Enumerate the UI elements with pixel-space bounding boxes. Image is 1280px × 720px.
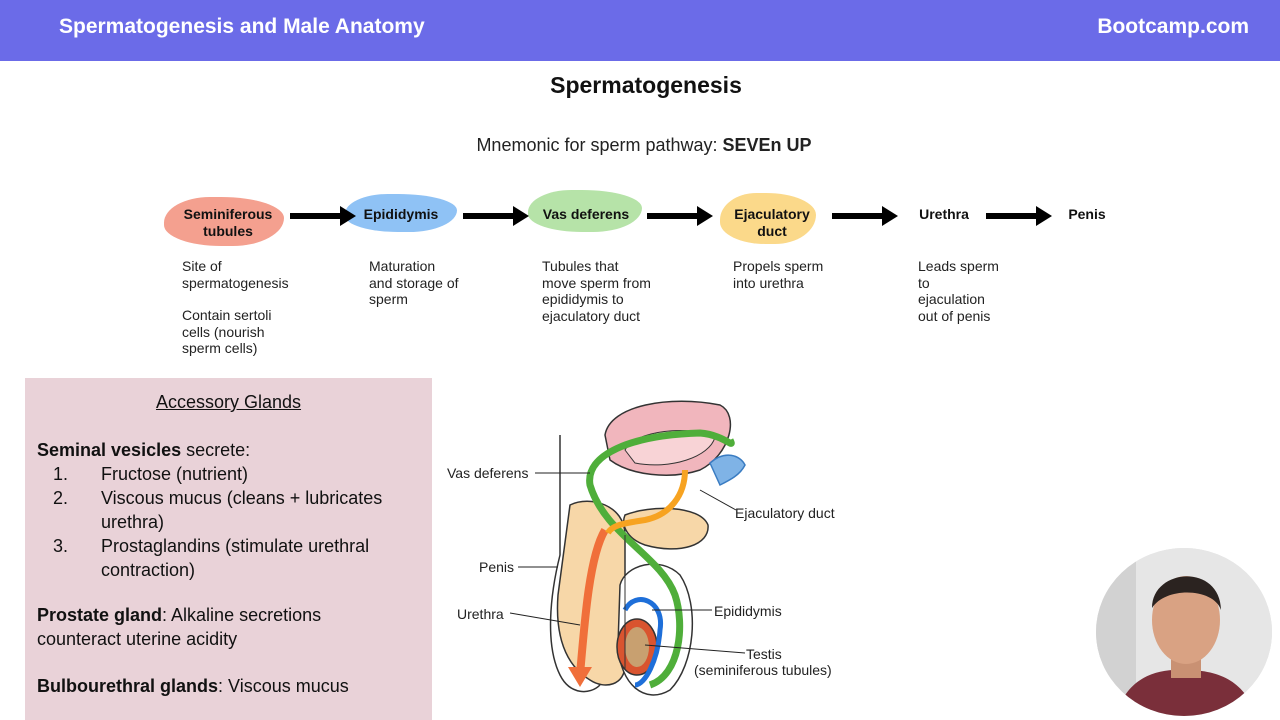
step-penis: Penis (1058, 206, 1116, 223)
presenter-webcam (1096, 548, 1272, 716)
step-epididymis: Epididymis (345, 206, 457, 223)
label-testis-line2: (seminiferous tubules) (694, 662, 832, 678)
mnemonic-prefix: Mnemonic for sperm pathway: (476, 135, 723, 155)
arrow-right-3 (647, 206, 713, 226)
mnemonic-line: Mnemonic for sperm pathway: SEVEn UP (0, 135, 1280, 156)
list-item: 1. Fructose (nutrient) (37, 462, 427, 486)
leader-ejaculatory (699, 489, 737, 511)
seminal-vesicles-rest: secrete: (181, 440, 251, 460)
label-ejaculatory-duct: Ejaculatory duct (735, 505, 835, 521)
list-item: 3. Prostaglandins (stimulate urethral con… (37, 534, 427, 582)
desc-ejaculatory-1: Propels sperm into urethra (733, 258, 824, 291)
seminal-vesicle-shape (709, 454, 746, 487)
step-seminiferous-line1: Seminiferous (183, 206, 273, 222)
step-ejaculatory-line2: duct (757, 223, 787, 239)
mnemonic-bold: SEVEn UP (722, 135, 812, 155)
slide-title: Spermatogenesis (550, 72, 742, 98)
desc-vas-deferens: Tubules that move sperm from epididymis … (542, 258, 652, 340)
step-vas-deferens: Vas deferens (528, 206, 644, 223)
seminiferous-blob (164, 197, 284, 246)
anatomy-svg: Vas deferens Ejaculatory duct Penis Epid… (447, 400, 835, 696)
desc-seminiferous: Site of spermatogenesis Contain sertoli … (182, 258, 302, 373)
step-seminiferous-line2: tubules (203, 223, 253, 239)
desc-seminiferous-1: Site of spermatogenesis (182, 258, 289, 291)
step-penis-line1: Penis (1068, 206, 1106, 222)
label-testis-line1: Testis (746, 646, 782, 662)
epididymis-blob (345, 194, 457, 232)
vas-deferens-blob (528, 190, 642, 232)
bulbourethral-rest: : Viscous mucus (218, 676, 349, 696)
label-epididymis: Epididymis (714, 603, 782, 619)
urethra-path (576, 527, 609, 676)
list-item: 2. Viscous mucus (cleans + lubricates ure… (37, 486, 427, 534)
testis-inner (625, 627, 649, 667)
seminal-vesicles-bold: Seminal vesicles (37, 440, 182, 460)
prostate-gland-rest: : Alkaline secretions counteract uterine… (37, 605, 322, 649)
list-item-text: Viscous mucus (cleans + lubricates ureth… (101, 488, 383, 532)
list-item-text: Fructose (nutrient) (101, 464, 249, 484)
desc-epididymis: Maturation and storage of sperm (369, 258, 461, 324)
prostate-gland-line: Prostate gland: Alkaline secretions coun… (37, 603, 397, 651)
step-epididymis-line1: Epididymis (363, 206, 439, 222)
step-urethra: Urethra (908, 206, 980, 223)
header-title: Spermatogenesis and Male Anatomy (59, 15, 425, 38)
step-urethra-line1: Urethra (919, 206, 969, 222)
body-outline (549, 435, 601, 693)
vas-deferens-path (586, 429, 735, 689)
epididymis-path (622, 597, 664, 688)
desc-vas-deferens-1: Tubules that move sperm from epididymis … (542, 258, 651, 324)
leader-urethra (509, 612, 581, 626)
desc-epididymis-1: Maturation and storage of sperm (369, 258, 459, 307)
prostate-gland-bold: Prostate gland (37, 605, 163, 625)
step-seminiferous-tubules: Seminiferous tubules (170, 206, 286, 240)
label-penis: Penis (479, 559, 514, 575)
bulbourethral-bold: Bulbourethral glands (37, 676, 219, 696)
desc-seminiferous-2: Contain sertoli cells (nourish sperm cel… (182, 307, 272, 356)
accessory-glands-title: Accessory Glands (155, 392, 302, 412)
list-item-text: Prostaglandins (stimulate urethral contr… (101, 536, 370, 580)
desc-ejaculatory: Propels sperm into urethra (733, 258, 843, 307)
arrow-right-4 (832, 206, 898, 226)
step-ejaculatory-line1: Ejaculatory (734, 206, 810, 222)
bulbourethral-line: Bulbourethral glands: Viscous mucus (37, 674, 349, 698)
list-item-number: 1. (53, 464, 69, 484)
leader-testis (644, 644, 746, 654)
step-ejaculatory-duct: Ejaculatory duct (720, 206, 824, 240)
header-site: Bootcamp.com (1097, 15, 1249, 38)
label-vas-deferens: Vas deferens (447, 465, 528, 481)
desc-urethra: Leads sperm to ejaculation out of penis (918, 258, 1000, 340)
list-item-number: 2. (53, 488, 69, 508)
label-urethra: Urethra (457, 606, 504, 622)
arrow-right-5 (986, 206, 1052, 226)
arrow-right-2 (463, 206, 529, 226)
presenter-avatar-icon (1096, 548, 1272, 716)
arrow-right-1 (290, 206, 356, 226)
accessory-glands-panel: Accessory Glands Seminal vesicles secret… (25, 378, 432, 720)
male-anatomy-diagram: Vas deferens Ejaculatory duct Penis Epid… (440, 395, 860, 715)
seminal-vesicles-line: Seminal vesicles secrete: (37, 438, 250, 462)
ejaculatory-duct-blob (720, 193, 816, 244)
step-vas-deferens-line1: Vas deferens (542, 206, 630, 222)
ejaculatory-duct-path (605, 469, 688, 535)
list-item-number: 3. (53, 536, 69, 556)
desc-urethra-1: Leads sperm to ejaculation out of penis (918, 258, 999, 324)
header-bar: Spermatogenesis and Male Anatomy Bootcam… (0, 0, 1280, 61)
urethra-tip (568, 667, 592, 687)
seminal-vesicles-list: 1. Fructose (nutrient) 2. Viscous mucus (c… (37, 462, 427, 582)
